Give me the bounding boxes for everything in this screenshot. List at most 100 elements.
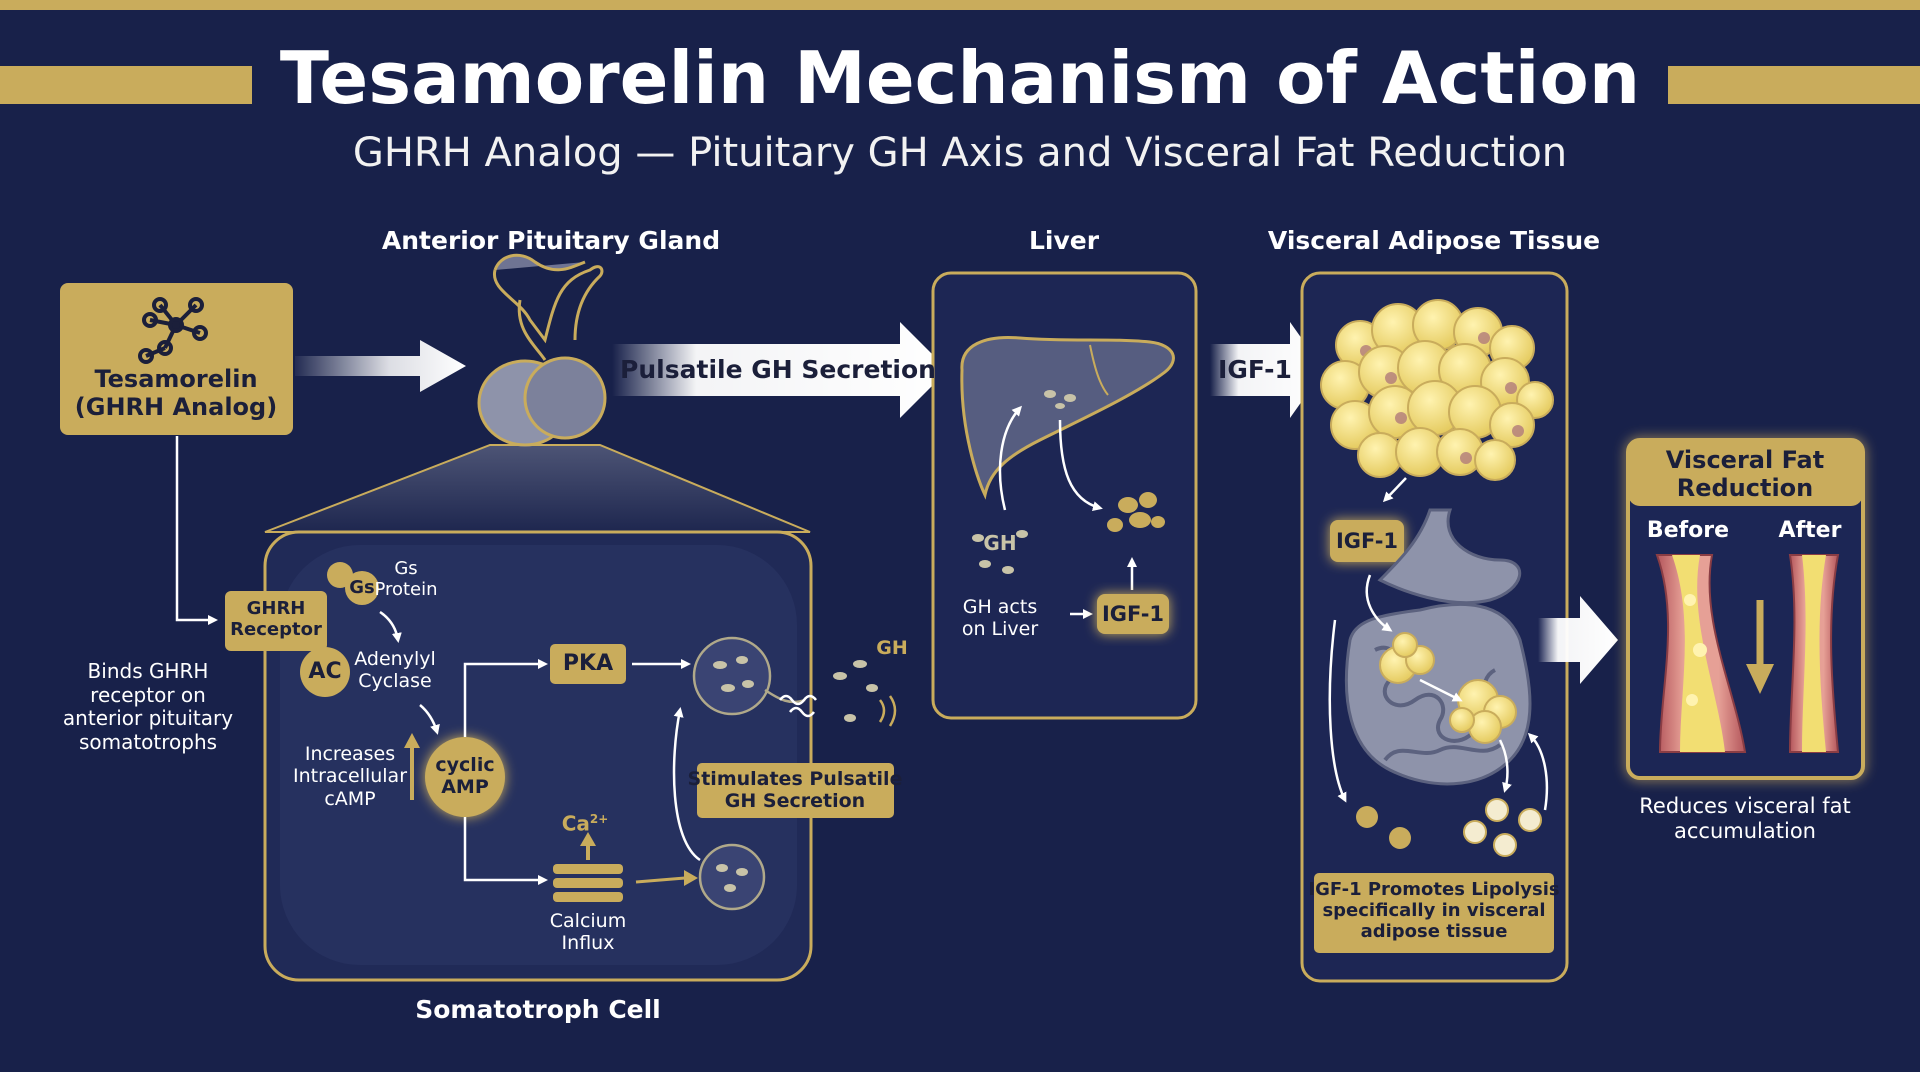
gh-acts-line1: GH acts [962, 596, 1038, 618]
gs-to-ac-arrow [379, 610, 402, 643]
gs-badge-label: Gs [349, 577, 375, 598]
liver-organ [960, 335, 1175, 500]
fat-cell-nucleus [1385, 372, 1397, 384]
gs-protein-line1: Gs [394, 558, 418, 579]
liver-igf-particles [1107, 492, 1165, 532]
pulsatile-gh-arrow [612, 322, 948, 418]
pulsatile-arrow-label: Pulsatile GH Secretion [620, 355, 936, 384]
liver-gh-label: GH [983, 531, 1017, 555]
reduction-title-line1: Visceral Fat [1665, 446, 1825, 474]
drug-label: Tesamorelin (GHRH Analog) [75, 365, 277, 422]
increase-arrow-head [404, 733, 420, 748]
receptor-label: GHRH Receptor [230, 598, 322, 640]
reduction-arrow-head [1746, 664, 1774, 694]
left-gold-bar [0, 66, 252, 104]
adenylyl-cyclase-label: Adenylyl Cyclase [354, 648, 436, 693]
calcium-line1: Calcium [549, 910, 627, 932]
calcium-ion-label: Ca2+ [562, 812, 609, 836]
reduction-title: Visceral Fat Reduction [1666, 446, 1824, 503]
camp-circle [425, 737, 505, 817]
visceral-fat-deposits [1379, 632, 1517, 744]
fat-cell-nucleus [1512, 425, 1524, 437]
liver-igf-box [1097, 594, 1169, 634]
camp-label-line2: AMP [441, 776, 489, 799]
drug-label-line2: (GHRH Analog) [74, 393, 278, 422]
receptor-label-line2: Receptor [230, 619, 322, 641]
section-adipose: Visceral Adipose Tissue [1267, 226, 1601, 255]
released-fat-droplets [1356, 798, 1542, 857]
calcium-ion-base: Ca [561, 811, 590, 836]
liver-gh-particles [972, 390, 1076, 574]
liver-igf-label: IGF-1 [1101, 602, 1165, 626]
to-reduction-arrow [1538, 596, 1618, 684]
gh-vesicle-lower [698, 843, 766, 911]
page-subtitle: GHRH Analog — Pituitary GH Axis and Visc… [352, 130, 1568, 176]
lipolysis-line1: IGF-1 Promotes Lipolysis [1308, 879, 1560, 900]
calcium-channel-icon [553, 832, 623, 902]
reduction-title-bar [1628, 440, 1863, 506]
pituitary-gland [477, 253, 607, 447]
gh-release-icon [779, 660, 897, 727]
fat-cell [1474, 439, 1516, 481]
binds-note-line2: receptor on [90, 682, 206, 707]
gh-release-label: GH [876, 637, 908, 659]
gh-acts-line2: on Liver [961, 618, 1039, 641]
calcium-arrow-head [684, 870, 698, 886]
reduction-caption: Reduces visceral fat accumulation [1639, 794, 1850, 844]
drug-box [60, 283, 293, 435]
binds-note: Binds GHRH receptor on anterior pituitar… [63, 659, 233, 754]
adipose-igf-box [1330, 520, 1404, 562]
gs-badge [345, 571, 379, 605]
before-tissue-icon [1655, 554, 1747, 753]
fat-cell [1489, 402, 1535, 448]
camp-label-line1: cyclic [435, 754, 495, 776]
camp-label: cyclic AMP [435, 754, 494, 799]
stimulates-line1: Stimulates Pulsatile [687, 768, 903, 790]
fat-cell-nucleus [1505, 382, 1517, 394]
pka-box [550, 644, 626, 684]
fat-cell-nucleus [1460, 452, 1472, 464]
stimulates-box [697, 763, 894, 818]
camp-note-line3: cAMP [324, 787, 376, 810]
lipolysis-line2: specifically in visceral [1322, 900, 1546, 922]
lipolysis-down-arrow [1328, 619, 1347, 803]
reduction-title-line2: Reduction [1676, 474, 1814, 503]
fat-cell-cluster [1320, 299, 1554, 481]
reduction-caption-line2: accumulation [1674, 818, 1816, 843]
liver-to-igf-arrow [1058, 419, 1103, 512]
camp-note-line2: Intracellular [292, 765, 408, 788]
pituitary-zoom-beam [264, 444, 811, 533]
calcium-ion-charge: 2+ [589, 812, 609, 826]
gs-protein-line2: Protein [374, 579, 438, 601]
gs-protein-label: Gs Protein [374, 558, 437, 600]
igf-arrow [1210, 322, 1324, 418]
adenylyl-line2: Cyclase [358, 670, 432, 693]
ac-to-camp-arrow [419, 704, 440, 735]
molecule-icon [138, 297, 208, 364]
top-gold-bar [0, 0, 1920, 10]
gh-vesicle-upper [692, 636, 806, 716]
after-label: After [1778, 518, 1842, 543]
camp-to-calcium-arrow [463, 817, 548, 885]
reduction-caption-line1: Reduces visceral fat [1639, 794, 1851, 818]
fat-cell-nucleus [1395, 412, 1407, 424]
gh-acts-label: GH acts on Liver [962, 596, 1038, 641]
gh-to-liver-arrow [998, 405, 1023, 511]
return-arrow [1527, 732, 1549, 811]
calcium-line2: Influx [561, 932, 615, 955]
ghrh-receptor-box [225, 591, 327, 651]
cell-membrane [280, 545, 797, 965]
section-liver: Liver [1028, 226, 1100, 255]
before-label: Before [1646, 518, 1730, 543]
camp-to-pka-arrow [463, 659, 548, 737]
drug-label-line1: Tesamorelin [94, 365, 258, 393]
stimulates-label: Stimulates Pulsatile GH Secretion [688, 768, 903, 813]
lower-to-upper-vesicle-arrow [672, 707, 701, 862]
calcium-to-vesicle-arrow [635, 876, 686, 884]
stimulates-line2: GH Secretion [724, 790, 866, 813]
ac-badge-label: AC [308, 659, 342, 684]
adipose-igf-label: IGF-1 [1335, 529, 1399, 553]
adenylyl-line1: Adenylyl [354, 648, 436, 670]
